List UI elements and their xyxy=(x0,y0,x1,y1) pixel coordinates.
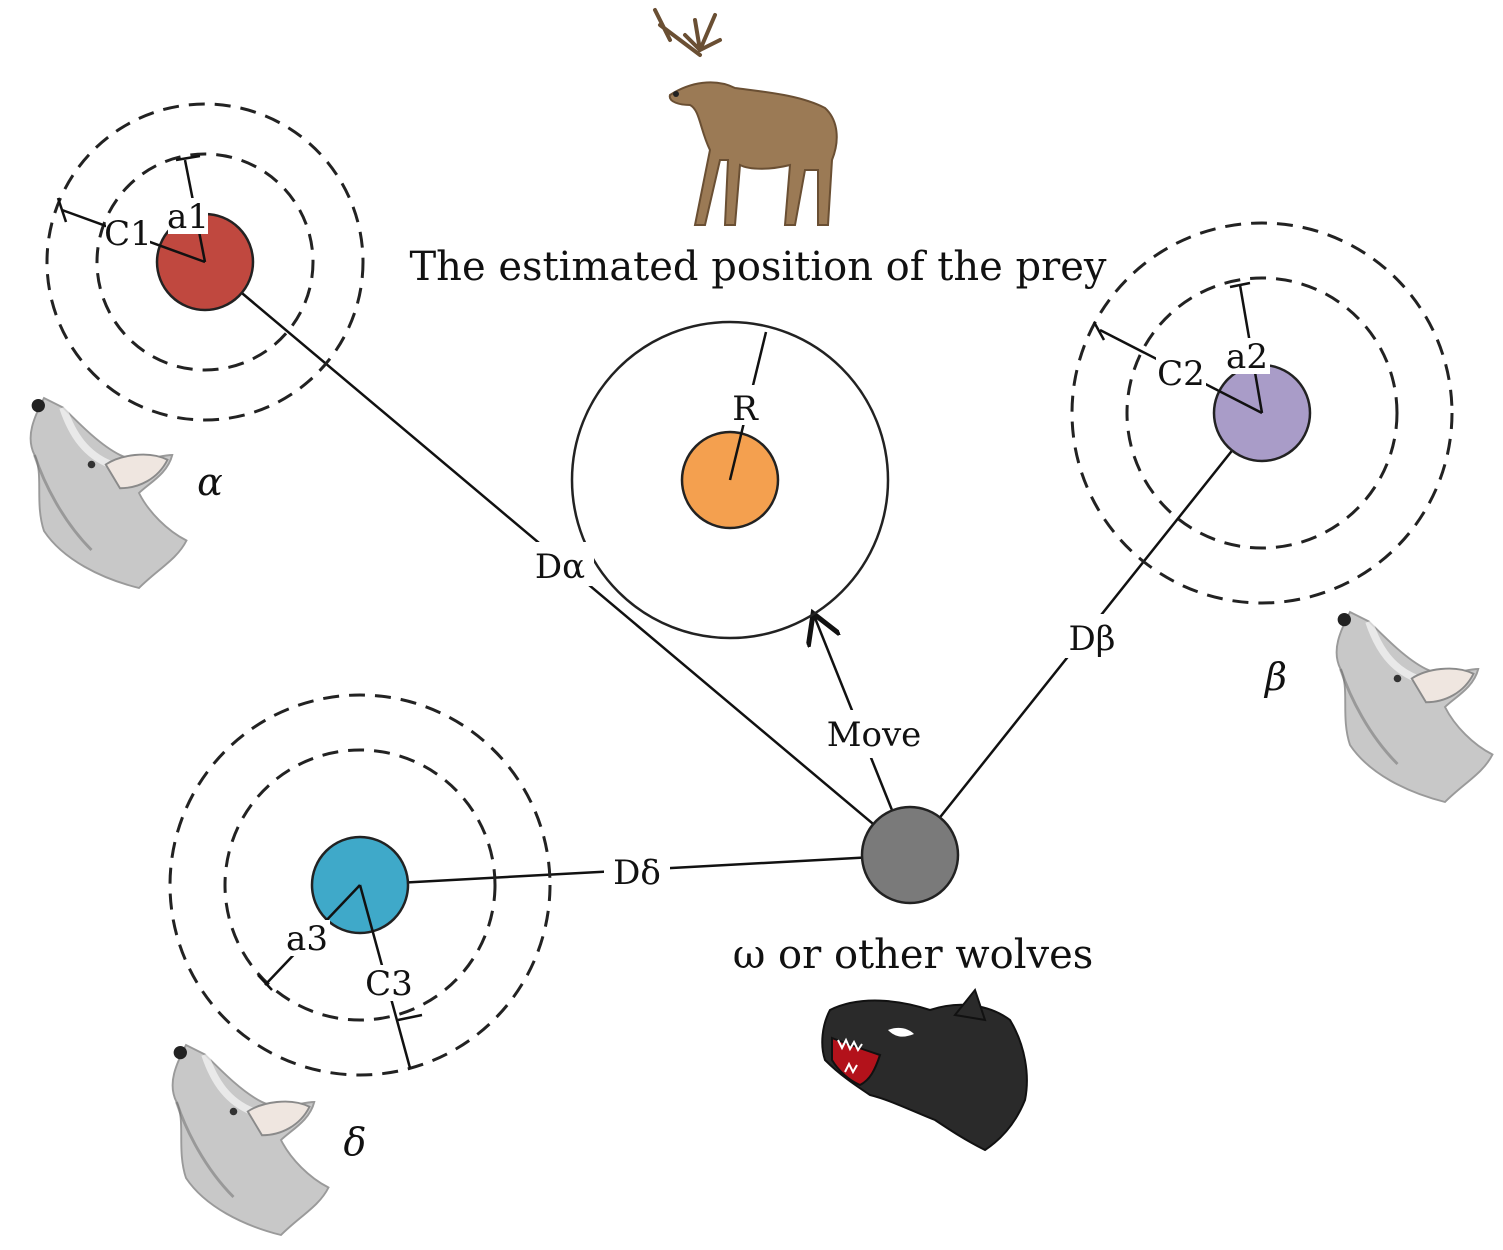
howling-wolf-icon xyxy=(1337,612,1493,802)
howling-wolf-icon xyxy=(173,1045,329,1235)
beta-a-label: a2 xyxy=(1226,337,1268,377)
alpha-c-label: C1 xyxy=(104,214,152,254)
alpha-symbol: α xyxy=(197,460,223,504)
howling-wolf-icon xyxy=(31,398,187,588)
beta-c-label: C2 xyxy=(1157,354,1205,394)
alpha-distance-label: Dα xyxy=(535,547,585,587)
beta-outer-ring xyxy=(1070,221,1454,605)
radius-label: R xyxy=(732,389,759,429)
omega-caption: ω or other wolves xyxy=(733,932,1094,978)
alpha-a-label: a1 xyxy=(167,197,209,237)
alpha-inner-ring xyxy=(95,152,315,372)
beta-symbol: β xyxy=(1263,655,1287,699)
snarling-wolf-icon xyxy=(821,987,1028,1152)
prey-caption: The estimated position of the prey xyxy=(410,244,1107,290)
beta-distance-label: Dβ xyxy=(1069,619,1116,659)
delta-a-label: a3 xyxy=(286,919,328,959)
delta-symbol: δ xyxy=(344,1120,367,1164)
delta-distance-label: Dδ xyxy=(613,853,661,893)
delta-c-label: C3 xyxy=(365,964,413,1004)
delta-inner-ring xyxy=(223,748,497,1022)
delta-outer-ring xyxy=(168,693,552,1077)
deer-icon xyxy=(653,8,838,226)
omega-node xyxy=(860,805,960,905)
prey-radius-circle xyxy=(570,320,890,640)
beta-inner-ring xyxy=(1125,276,1399,550)
alpha-outer-ring xyxy=(45,102,365,422)
move-label: Move xyxy=(827,715,922,755)
